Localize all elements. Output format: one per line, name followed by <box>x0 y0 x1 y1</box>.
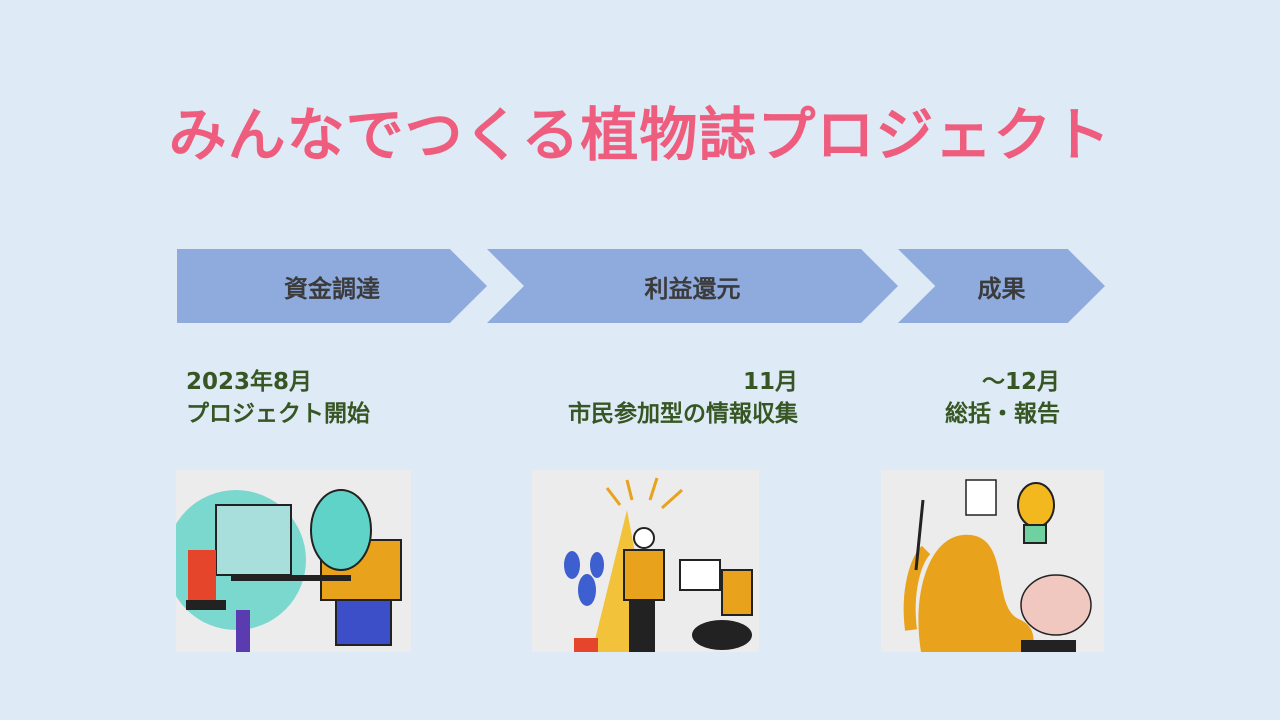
step-description: 市民参加型の情報収集 <box>568 401 798 427</box>
page-title: みんなでつくる植物誌プロジェクト <box>168 101 1112 169</box>
step-chevron-funding: 資金調達 <box>177 249 487 323</box>
step-description: 総括・報告 <box>945 401 1060 427</box>
step-chevron-return: 利益還元 <box>487 249 898 323</box>
step-label: 資金調達 <box>284 274 380 303</box>
step-date: 11月 <box>742 369 798 395</box>
step-date: 〜12月 <box>981 369 1060 395</box>
step-description: プロジェクト開始 <box>186 401 370 427</box>
step-caption-3: 〜12月 総括・報告 <box>900 366 1060 430</box>
illustration-people-working <box>176 470 411 652</box>
step-caption-2: 11月 市民参加型の情報収集 <box>500 366 798 430</box>
step-label: 利益還元 <box>644 274 741 303</box>
step-date: 2023年8月 <box>186 369 313 395</box>
step-chevron-result: 成果 <box>898 249 1105 323</box>
illustration-lightbulb-idea <box>881 470 1104 652</box>
step-label: 成果 <box>977 274 1026 303</box>
step-caption-1: 2023年8月 プロジェクト開始 <box>186 366 370 430</box>
illustration-information-gathering <box>532 470 759 652</box>
